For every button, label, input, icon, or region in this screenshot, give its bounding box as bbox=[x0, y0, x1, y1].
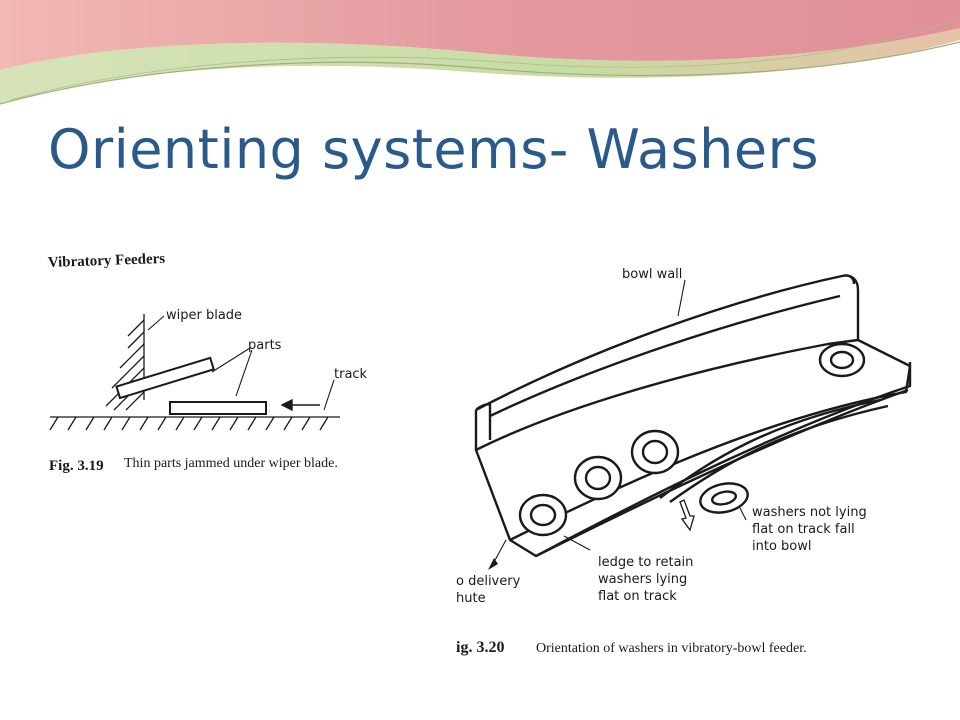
label-ledge-3: flat on track bbox=[598, 589, 677, 604]
label-ledge-2: washers lying bbox=[598, 572, 687, 587]
caption-number: Fig. 3.19 bbox=[49, 458, 104, 474]
ledge-groove bbox=[659, 398, 881, 499]
washer bbox=[630, 429, 680, 475]
washer bbox=[573, 455, 623, 501]
figure-3-20-vibratory-bowl: bowl wall washers not lying flat on trac… bbox=[456, 267, 912, 656]
washer bbox=[518, 493, 568, 537]
label-track: track bbox=[334, 367, 368, 382]
banner-pink-band bbox=[0, 0, 960, 70]
slide-title: Orienting systems- Washers bbox=[48, 118, 819, 181]
leader-lines bbox=[493, 279, 747, 563]
label-washers-not-flat-3: into bowl bbox=[752, 539, 811, 554]
label-washers-not-flat-2: flat on track fall bbox=[752, 522, 855, 537]
delivery-arrow-head bbox=[488, 558, 498, 570]
banner-green-band bbox=[0, 28, 960, 104]
bowl-wall-inner-edge bbox=[489, 294, 841, 418]
figure-3-19-wiper-blade: Vibratory Feeders bbox=[48, 251, 368, 474]
label-delivery-2: hute bbox=[456, 591, 486, 606]
caption-number: ig. 3.20 bbox=[456, 639, 504, 656]
label-washers-not-flat-1: washers not lying bbox=[752, 505, 867, 520]
caption-text: Orientation of washers in vibratory-bowl… bbox=[536, 641, 807, 656]
label-bowl-wall: bowl wall bbox=[622, 267, 682, 282]
banner-swoosh-line bbox=[0, 41, 960, 105]
washer bbox=[818, 342, 866, 378]
section-heading: Vibratory Feeders bbox=[48, 251, 166, 271]
decorative-banner bbox=[0, 0, 960, 105]
caption-text: Thin parts jammed under wiper blade. bbox=[124, 456, 338, 471]
label-delivery-1: o delivery bbox=[456, 574, 521, 589]
label-parts: parts bbox=[248, 338, 282, 353]
banner-swoosh-line bbox=[9, 17, 960, 101]
label-wiper-blade: wiper blade bbox=[166, 308, 242, 323]
leader-lines bbox=[147, 315, 335, 411]
ledge-groove bbox=[669, 404, 889, 503]
fall-arrow bbox=[679, 499, 695, 532]
flat-part bbox=[169, 401, 267, 415]
bowl-wall bbox=[474, 274, 860, 452]
label-ledge-1: ledge to retain bbox=[598, 555, 693, 570]
jammed-part bbox=[115, 356, 215, 400]
track-ground bbox=[49, 416, 340, 431]
feed-direction-arrow bbox=[280, 398, 320, 412]
falling-washer bbox=[699, 482, 749, 514]
